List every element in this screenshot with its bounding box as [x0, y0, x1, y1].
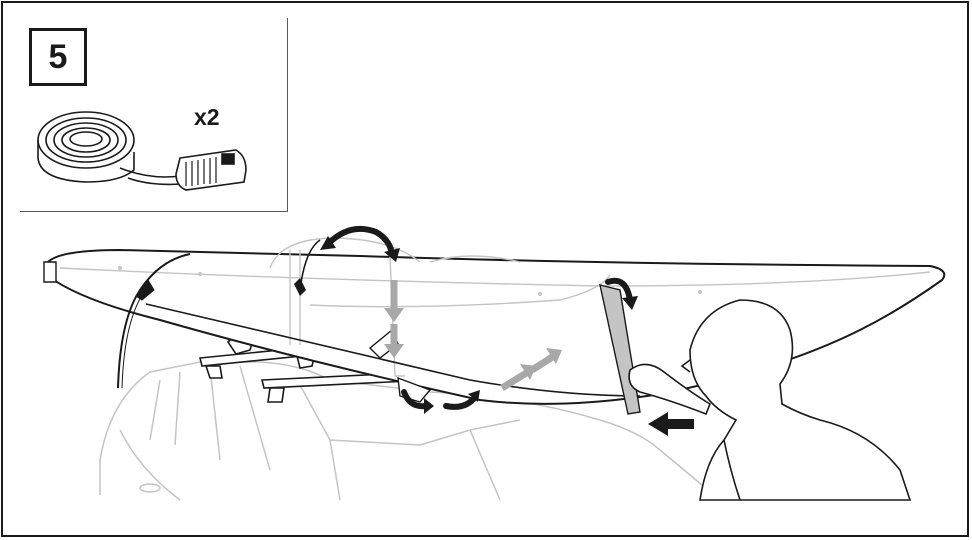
- pull-arrow: [648, 412, 694, 436]
- coiled-strap-icon: [38, 112, 182, 184]
- buckle-icon: [176, 150, 246, 190]
